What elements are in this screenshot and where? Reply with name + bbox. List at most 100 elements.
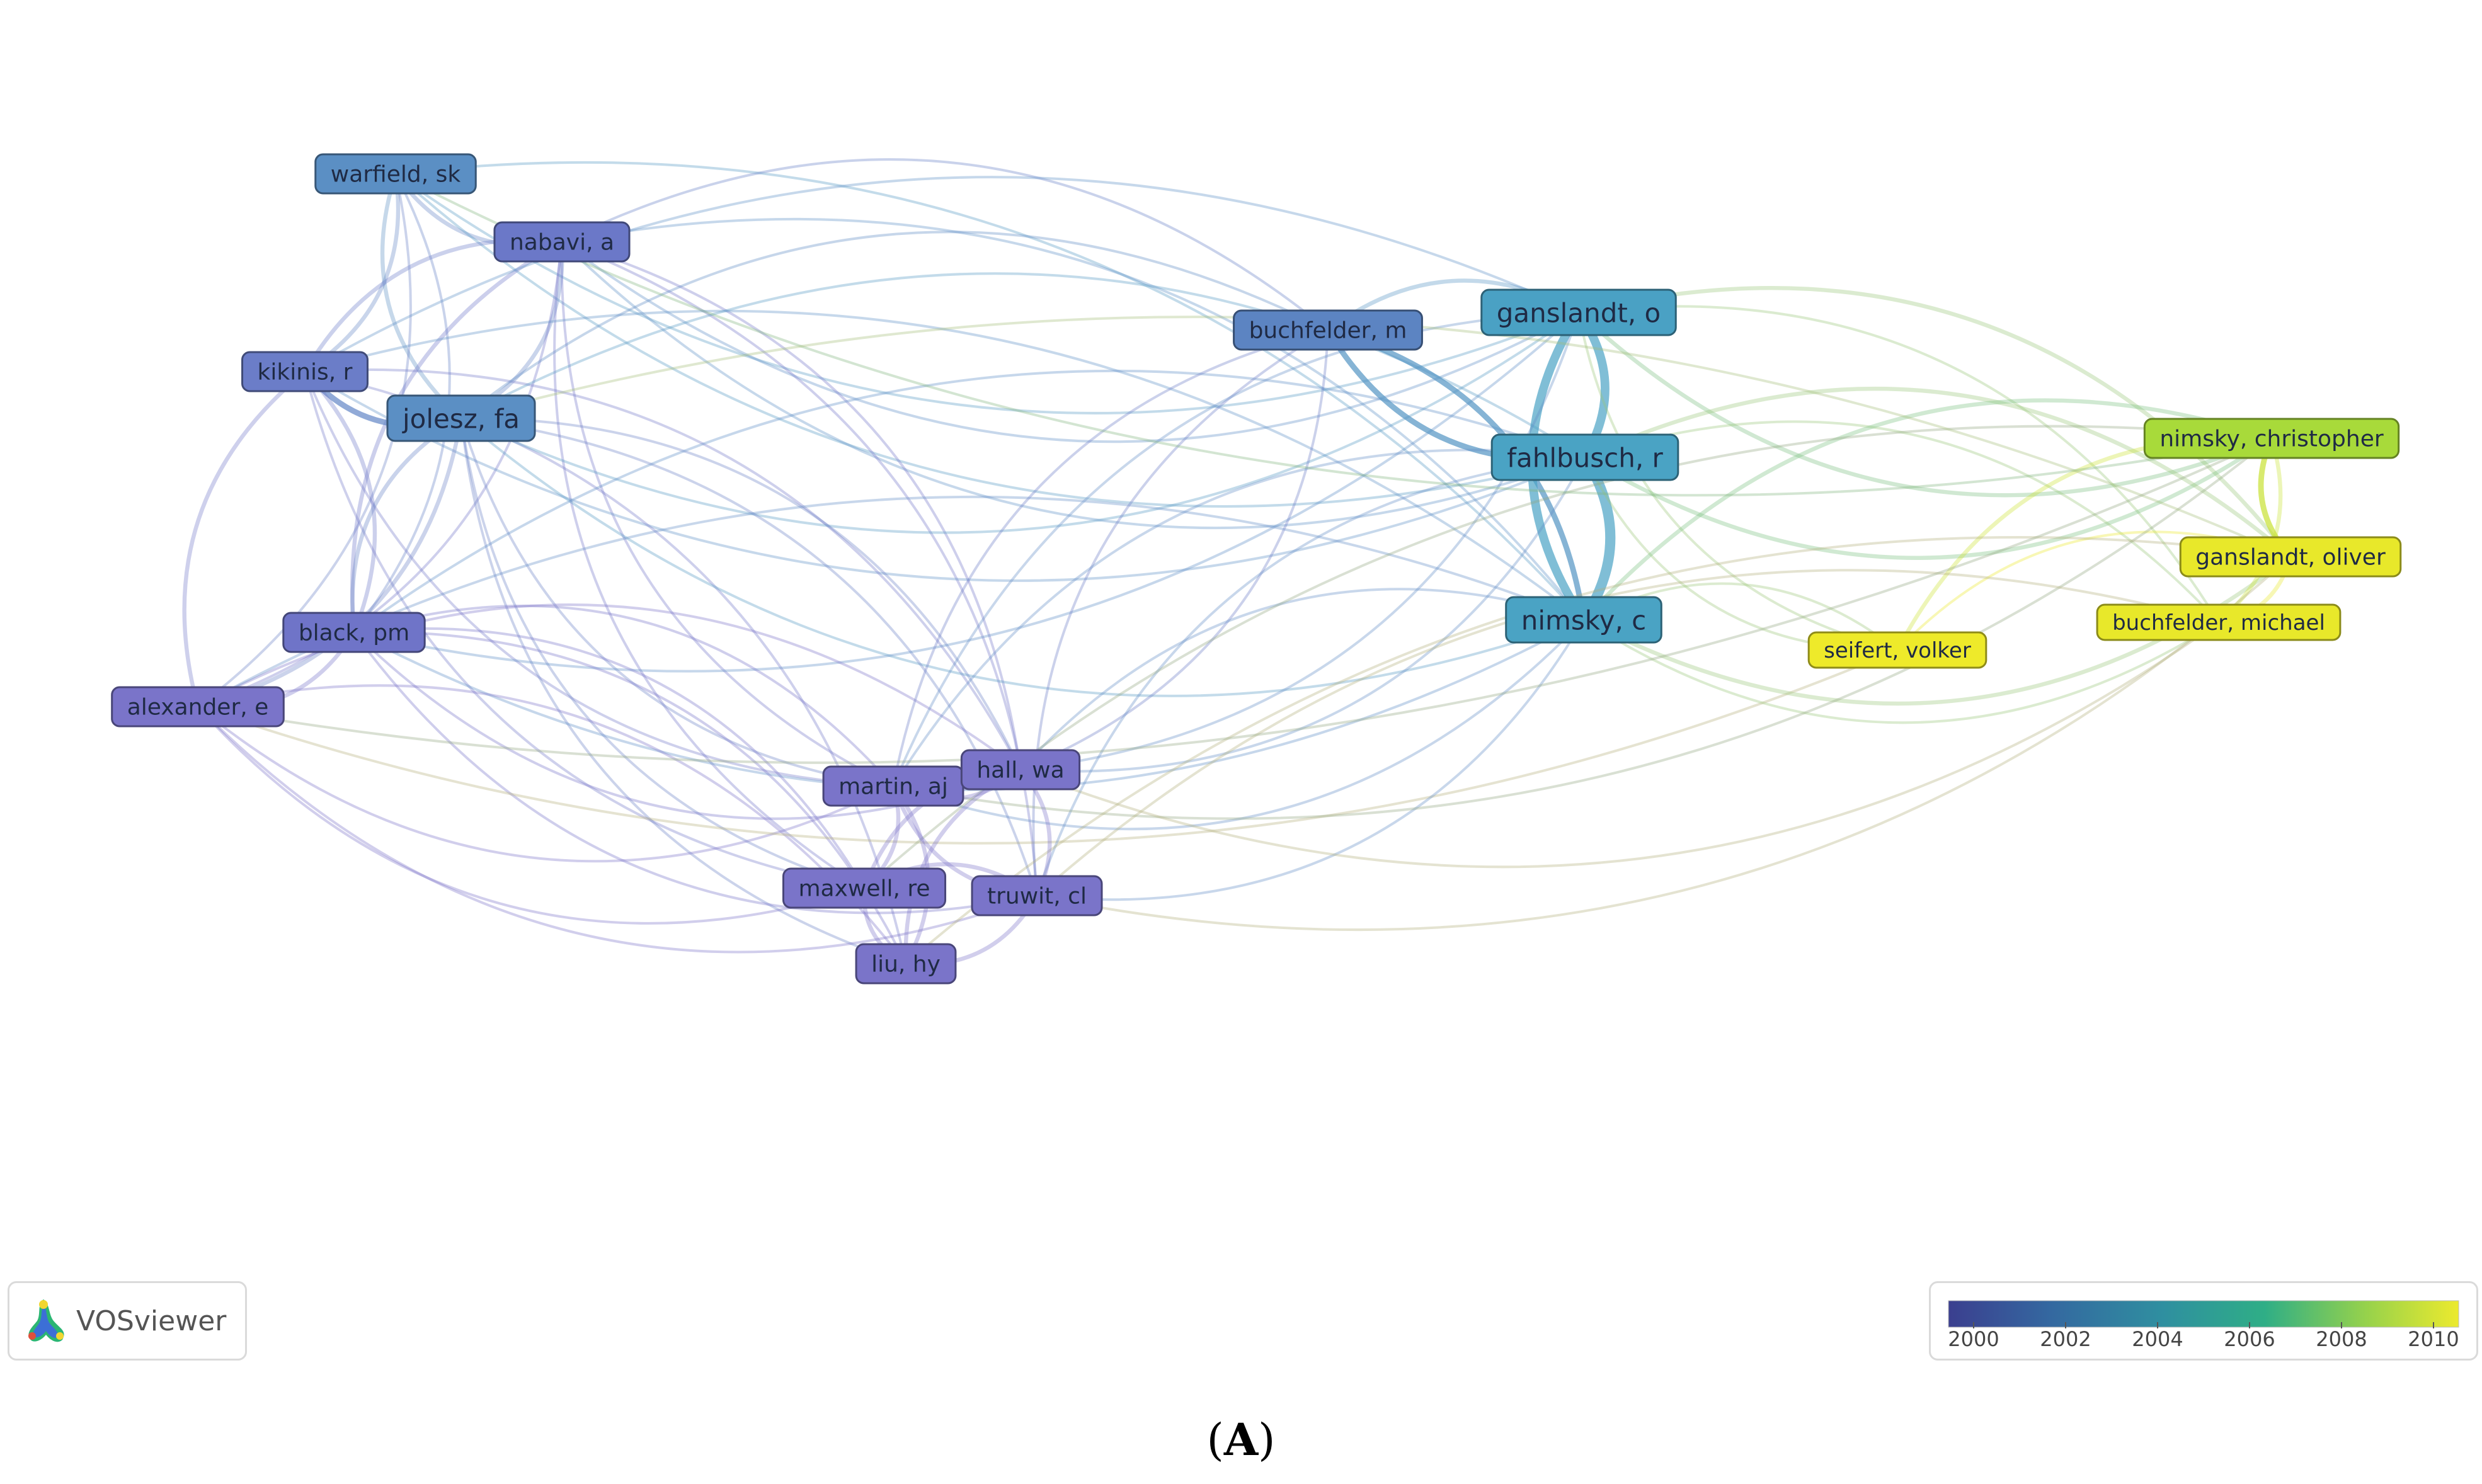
author-node-box bbox=[782, 867, 947, 909]
link-fahlbusch-martin bbox=[892, 448, 1586, 787]
legend-tick-label: 2006 bbox=[2224, 1327, 2275, 1351]
link-jolesz-martin bbox=[460, 417, 895, 787]
author-node-ganslandt_oliver[interactable]: ganslandt, oliver bbox=[2179, 536, 2402, 578]
link-nabavi-martin bbox=[560, 241, 895, 787]
author-node-label: truwit, cl bbox=[987, 884, 1087, 910]
link-nimsky_christopher-martin bbox=[892, 437, 2273, 820]
author-node-buchfelder_m[interactable]: buchfelder, m bbox=[1233, 309, 1423, 351]
author-node-box bbox=[1480, 288, 1677, 336]
legend-tick-label: 2010 bbox=[2408, 1327, 2459, 1351]
author-node-seifert[interactable]: seifert, volker bbox=[1807, 631, 1987, 669]
link-nimsky_c-martin bbox=[892, 619, 1585, 831]
author-node-ganslandt_o[interactable]: ganslandt, o bbox=[1480, 288, 1677, 336]
link-kikinis-martin bbox=[304, 370, 895, 787]
link-jolesz-maxwell bbox=[460, 417, 866, 889]
link-nabavi-fahlbusch bbox=[561, 241, 1586, 530]
link-jolesz-buchfelder_m bbox=[460, 231, 1329, 420]
author-node-box bbox=[241, 351, 369, 392]
author-node-label: ganslandt, o bbox=[1497, 298, 1661, 329]
link-kikinis-fahlbusch bbox=[304, 370, 1586, 582]
link-nabavi-buchfelder_m bbox=[561, 158, 1329, 331]
legend-tick-label: 2004 bbox=[2132, 1327, 2183, 1351]
author-node-box bbox=[1233, 309, 1423, 351]
link-jolesz-hall bbox=[460, 416, 1022, 771]
link-kikinis-ganslandt_o bbox=[304, 176, 1580, 373]
link-nimsky_christopher-warfield bbox=[394, 173, 2273, 497]
author-node-alexander[interactable]: alexander, e bbox=[111, 686, 285, 728]
author-node-box bbox=[282, 612, 426, 653]
author-node-jolesz[interactable]: jolesz, fa bbox=[386, 394, 536, 442]
color-gradient-bar bbox=[1948, 1300, 2459, 1328]
link-jolesz-liu bbox=[460, 417, 907, 965]
legend-tick-label: 2008 bbox=[2316, 1327, 2367, 1351]
link-nabavi-maxwell bbox=[553, 241, 866, 889]
vosviewer-logo-text: VOSviewer bbox=[76, 1304, 227, 1337]
author-node-label: kikinis, r bbox=[258, 360, 353, 385]
link-black-martin bbox=[353, 604, 895, 787]
link-alexander-nimsky_c bbox=[197, 495, 1585, 708]
coauthorship-network: warfield, sk nabavi, a kikinis, r jolesz, f… bbox=[111, 153, 2402, 985]
author-node-black[interactable]: black, pm bbox=[282, 612, 426, 653]
link-fahlbusch-ganslandt_oliver bbox=[1582, 386, 2293, 559]
author-node-martin[interactable]: martin, aj bbox=[822, 765, 964, 807]
link-buchfelder_m-hall bbox=[1019, 329, 1329, 771]
author-node-nimsky_christopher[interactable]: nimsky, christopher bbox=[2143, 418, 2400, 459]
author-node-fahlbusch[interactable]: fahlbusch, r bbox=[1490, 433, 1679, 481]
link-warfield-jolesz bbox=[380, 171, 464, 421]
link-buchfelder_m-martin bbox=[892, 329, 1329, 787]
author-node-box bbox=[386, 394, 536, 442]
link-fahlbusch-truwit bbox=[1036, 456, 1586, 897]
author-node-hall[interactable]: hall, wa bbox=[960, 749, 1081, 791]
author-node-buchfelder_michael[interactable]: buchfelder, michael bbox=[2096, 603, 2342, 641]
vosviewer-logo[interactable]: VOSviewer bbox=[8, 1281, 247, 1361]
author-node-label: ganslandt, oliver bbox=[2195, 545, 2386, 571]
author-node-warfield[interactable]: warfield, sk bbox=[314, 153, 477, 195]
link-fahlbusch-buchfelder_michael bbox=[1584, 420, 2220, 624]
link-nabavi-alexander bbox=[197, 241, 563, 708]
links-layer bbox=[182, 158, 2294, 967]
author-node-label: maxwell, re bbox=[798, 876, 930, 902]
author-node-box bbox=[493, 221, 631, 263]
author-node-liu[interactable]: liu, hy bbox=[855, 943, 957, 985]
author-node-truwit[interactable]: truwit, cl bbox=[971, 875, 1103, 916]
link-alexander-truwit bbox=[197, 705, 1038, 954]
author-node-box bbox=[314, 153, 477, 195]
author-node-nabavi[interactable]: nabavi, a bbox=[493, 221, 631, 263]
link-black-ganslandt_o bbox=[353, 311, 1580, 673]
link-nabavi-hall bbox=[561, 241, 1022, 771]
author-node-label: buchfelder, m bbox=[1249, 318, 1407, 344]
link-nabavi-nimsky_c bbox=[561, 217, 1585, 621]
link-ganslandt_o-martin bbox=[892, 311, 1580, 787]
author-node-box bbox=[2179, 536, 2402, 578]
author-node-box bbox=[1505, 596, 1662, 644]
link-ganslandt_oliver-truwit bbox=[1036, 556, 2292, 932]
author-node-label: black, pm bbox=[299, 620, 409, 646]
link-warfield-ganslandt_o bbox=[394, 173, 1580, 414]
link-ganslandt_o-seifert bbox=[1577, 311, 1899, 651]
author-node-kikinis[interactable]: kikinis, r bbox=[241, 351, 369, 392]
link-alexander-maxwell bbox=[197, 705, 866, 925]
link-nimsky_c-hall bbox=[1019, 588, 1585, 771]
link-kikinis-black bbox=[302, 369, 377, 635]
link-kikinis-nimsky_c bbox=[304, 309, 1585, 621]
author-node-nimsky_c[interactable]: nimsky, c bbox=[1505, 596, 1662, 644]
link-nimsky_christopher-alexander bbox=[197, 437, 2273, 764]
author-node-label: liu, hy bbox=[871, 952, 941, 978]
link-kikinis-hall bbox=[304, 368, 1022, 771]
link-fahlbusch-nimsky_christopher bbox=[1582, 436, 2274, 560]
author-node-box bbox=[1490, 433, 1679, 481]
link-nimsky_christopher-maxwell bbox=[863, 425, 2273, 889]
link-warfield-fahlbusch bbox=[394, 173, 1586, 508]
link-kikinis-alexander bbox=[182, 369, 307, 709]
link-fahlbusch-hall bbox=[1019, 456, 1586, 773]
author-node-maxwell[interactable]: maxwell, re bbox=[782, 867, 947, 909]
author-node-box bbox=[2096, 603, 2342, 641]
link-jolesz-ganslandt_o bbox=[460, 311, 1580, 534]
link-alexander-martin bbox=[197, 705, 895, 863]
author-node-box bbox=[971, 875, 1103, 916]
author-node-box bbox=[1807, 631, 1987, 669]
